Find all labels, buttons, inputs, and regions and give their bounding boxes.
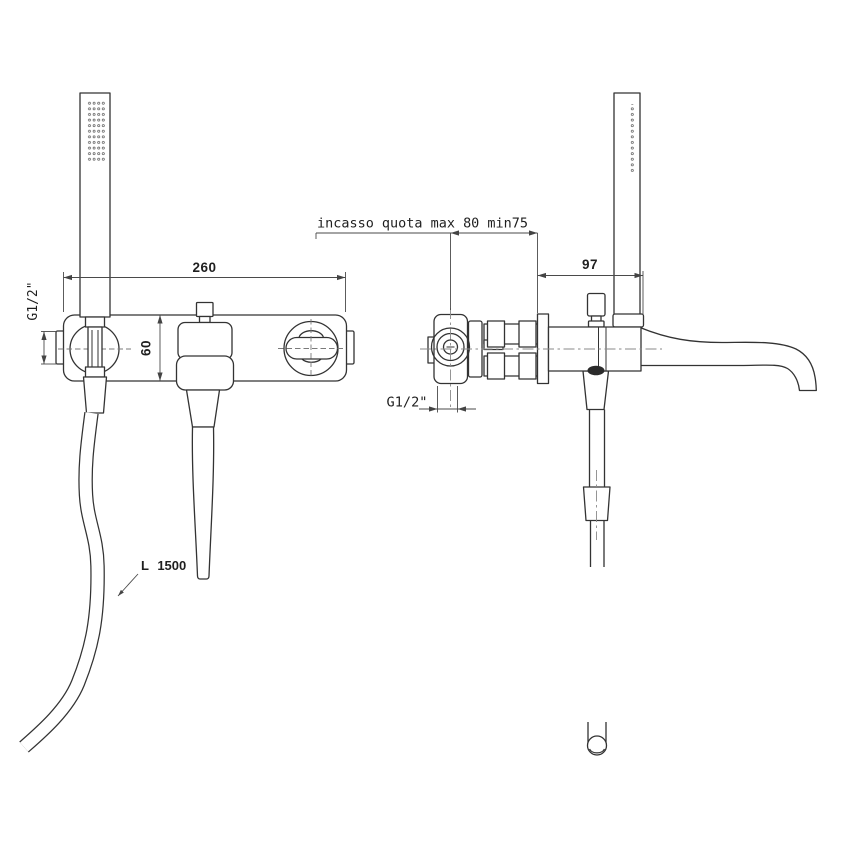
dim-260-label: 260: [192, 260, 216, 275]
hose-length-label: L 1500: [141, 558, 186, 573]
side-view: incasso quota max 80 min75 97 G1/2": [315, 92, 817, 756]
handshower-grip: [87, 326, 103, 369]
dim-g12-side-label: G1/2": [387, 396, 428, 411]
hose-length-leader: [117, 573, 139, 597]
side-spray-nozzles: [629, 104, 635, 172]
side-top-knob: [586, 292, 606, 317]
dim-60-label: 60: [139, 340, 154, 356]
side-knob-base: [587, 320, 605, 328]
hose-end-cap: [586, 735, 608, 756]
pipe-fitting: [486, 320, 506, 348]
lever-handle-base: [185, 389, 221, 428]
handshower-collar-top: [84, 316, 106, 328]
hose-end-cap-arc: [588, 748, 606, 754]
pipe-fitting: [518, 352, 537, 380]
lever-top-knob: [195, 301, 214, 318]
side-handshower: [613, 92, 641, 316]
handshower-collar-bottom: [84, 366, 106, 378]
front-spray-nozzles: [87, 101, 106, 163]
bath-spout: [639, 326, 817, 392]
side-hose-cone: [582, 370, 610, 411]
handshower-grip-end: [82, 376, 108, 414]
hose-coupling: [582, 486, 611, 522]
lever-upper-housing: [177, 321, 233, 361]
side-handshower-holder: [612, 313, 645, 328]
dim-97-label: 97: [582, 257, 598, 272]
dim-g12-front-label: G1/2": [26, 281, 41, 320]
incasso-note-label: incasso quota max 80 min75: [317, 217, 528, 232]
pipe-fitting: [518, 320, 537, 348]
lever-long-handle: [191, 426, 215, 580]
front-view: 260 60 G1/2" L 1500: [19, 92, 355, 753]
diverter-grip-bump-bottom: [301, 358, 322, 363]
lever-lower-housing: [175, 355, 235, 391]
hose-joint-bump: [587, 365, 605, 376]
pipe-fitting: [486, 352, 506, 380]
front-flexible-hose-inner: [20, 412, 104, 752]
lever-knob-stem: [198, 315, 211, 324]
